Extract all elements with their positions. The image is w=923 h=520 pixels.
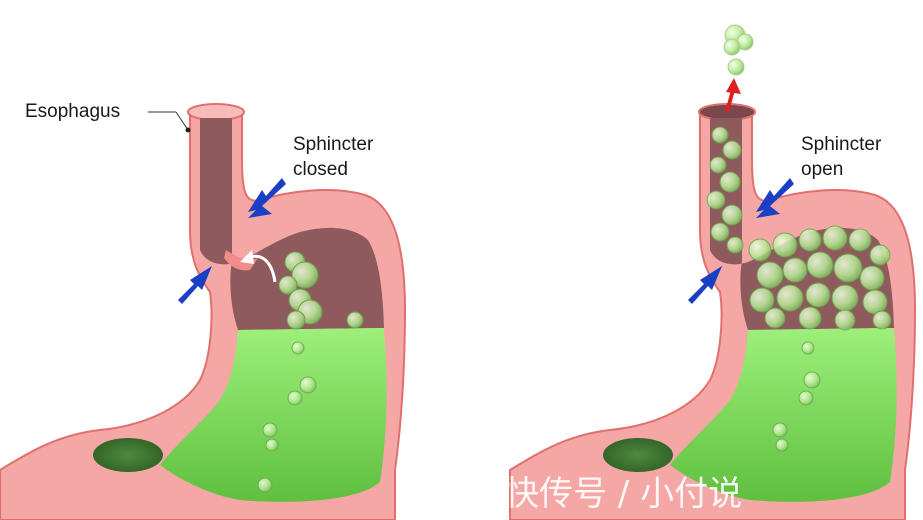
esophagus-leader: [175, 111, 189, 131]
esophagus-leader-dot: [185, 127, 191, 133]
stomach-acid: [670, 328, 897, 502]
stomach-closed: [0, 103, 407, 520]
blue-arrow-icon: [688, 266, 722, 304]
blue-arrow-icon: [248, 178, 286, 218]
pylorus: [603, 438, 673, 472]
blue-arrow-icon: [178, 266, 212, 304]
red-arrow-icon: [725, 78, 741, 113]
stomach-lumen: [200, 118, 384, 330]
sphincter-open-label-line2: open: [801, 159, 843, 180]
sphincter-open-label-line1: Sphincter: [801, 134, 882, 155]
esophagus-opening: [187, 103, 245, 121]
blue-arrow-icon: [756, 178, 794, 218]
esophagus-label: Esophagus: [25, 101, 120, 122]
white-curved-arrow-icon: [240, 250, 254, 264]
stomach-open: [509, 24, 917, 520]
escaping-bubbles: [723, 24, 754, 76]
watermark: 快传号 / 小付说: [505, 474, 742, 514]
sphincter-closed-label-line2: closed: [293, 159, 348, 180]
gas-bubbles: [706, 126, 892, 452]
pylorus: [93, 438, 163, 472]
stomach-acid: [160, 328, 387, 502]
gas-bubbles: [257, 251, 364, 493]
sphincter-closed-label-line1: Sphincter: [293, 134, 374, 155]
sphincter-closed: [224, 250, 258, 271]
